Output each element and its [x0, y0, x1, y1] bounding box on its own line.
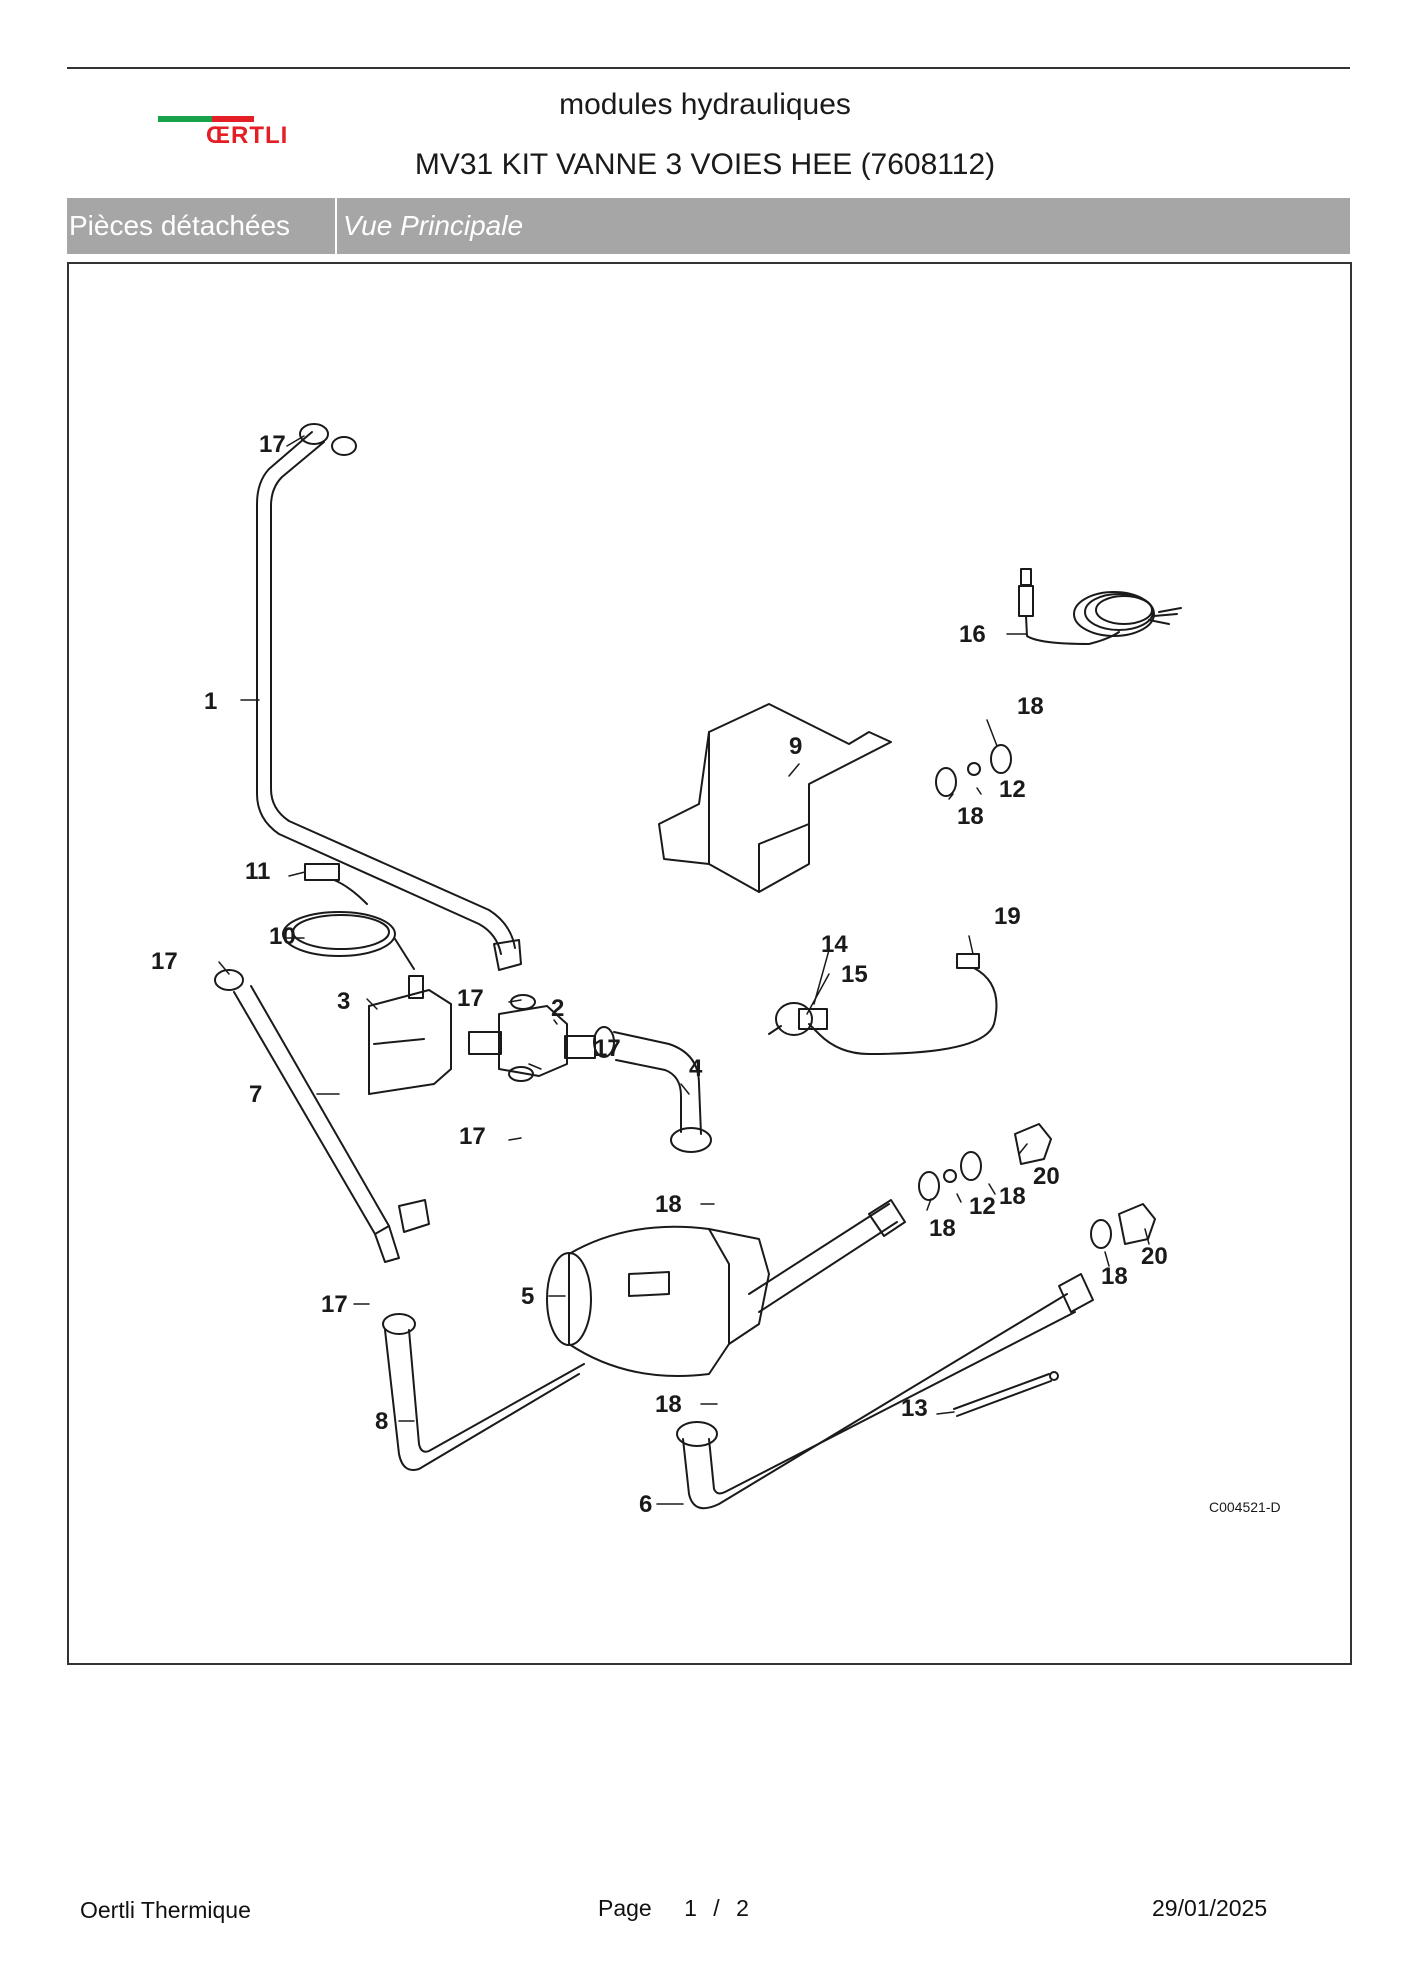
probe-13-drawing	[953, 1371, 1059, 1417]
callout-18: 18	[1101, 1263, 1128, 1290]
callout-17: 17	[151, 948, 178, 975]
callout-14: 14	[821, 931, 848, 958]
callout-15: 15	[841, 961, 868, 988]
callout-18: 18	[1017, 693, 1044, 720]
callout-20: 20	[1033, 1163, 1060, 1190]
valve-2-drawing	[468, 994, 596, 1082]
document-title: MV31 KIT VANNE 3 VOIES HEE (7608112)	[414, 148, 996, 181]
callout-16: 16	[959, 621, 986, 648]
header-divider	[67, 67, 1350, 69]
footer-pagination: Page 1 / 2	[598, 1895, 775, 1922]
callout-3: 3	[337, 988, 350, 1015]
callout-18: 18	[957, 803, 984, 830]
callout-20: 20	[1141, 1243, 1168, 1270]
callout-8: 8	[375, 1408, 388, 1435]
section-tab-bar: Pièces détachées Vue Principale	[67, 198, 1350, 254]
diagram-reference-code: C004521-D	[1209, 1499, 1281, 1515]
callout-18: 18	[929, 1215, 956, 1242]
pipe-6-drawing	[676, 1273, 1094, 1510]
logo-wordmark: ŒRTLI	[206, 122, 289, 149]
pipe-right-upper-drawing	[748, 1199, 906, 1313]
actuator-3-drawing	[368, 975, 452, 1095]
footer-company: Oertli Thermique	[80, 1897, 251, 1923]
callout-12: 12	[969, 1193, 996, 1220]
footer-date: 29/01/2025	[1152, 1895, 1268, 1921]
tab-main-view[interactable]: Vue Principale	[343, 210, 524, 241]
footer-page-current: 1	[684, 1895, 697, 1921]
callout-19: 19	[994, 903, 1021, 930]
pipe-4-drawing	[593, 1026, 712, 1153]
callout-12: 12	[999, 776, 1026, 803]
logo-red-stripe	[212, 116, 254, 122]
pipe-8-drawing	[382, 1313, 585, 1471]
callout-11: 11	[245, 858, 270, 885]
pump-5-drawing	[546, 1225, 770, 1377]
cable-10-drawing	[282, 911, 415, 970]
bracket-9-drawing	[658, 703, 892, 893]
sensor-cable-19-drawing	[768, 953, 998, 1055]
callout-17: 17	[459, 1123, 486, 1150]
callout-17: 17	[457, 985, 484, 1012]
callout-10: 10	[269, 923, 296, 950]
callout-18: 18	[655, 1191, 682, 1218]
tab-divider	[335, 198, 337, 254]
exploded-parts-diagram: 1711110173717217417181758186916181218191…	[151, 423, 1281, 1518]
callout-18: 18	[655, 1391, 682, 1418]
callout-13: 13	[901, 1395, 928, 1422]
logo-green-stripe	[158, 116, 212, 122]
footer-page-total: 2	[736, 1895, 749, 1921]
callout-17: 17	[321, 1291, 348, 1318]
document-category: modules hydrauliques	[559, 88, 851, 121]
brand-logo: ŒRTLI	[158, 112, 308, 152]
pipe-1-drawing	[256, 423, 522, 971]
callout-9: 9	[789, 733, 802, 760]
callout-5: 5	[521, 1283, 534, 1310]
callout-6: 6	[639, 1491, 652, 1518]
footer-page-label: Page	[598, 1895, 652, 1921]
callout-2: 2	[551, 995, 564, 1022]
cable-16-drawing	[1018, 568, 1182, 645]
callout-4: 4	[689, 1055, 703, 1082]
callout-leader-lines	[218, 435, 1150, 1505]
callout-7: 7	[249, 1081, 262, 1108]
callout-18: 18	[999, 1183, 1026, 1210]
callout-1: 1	[204, 688, 217, 715]
fittings-20-drawing	[918, 1123, 1156, 1249]
pipe-7-drawing	[214, 969, 430, 1263]
tab-spare-parts[interactable]: Pièces détachées	[69, 210, 291, 241]
callout-17: 17	[594, 1035, 621, 1062]
washer-set-upper	[935, 744, 1012, 797]
callout-17: 17	[259, 431, 286, 458]
footer-page-separator: /	[713, 1895, 720, 1921]
